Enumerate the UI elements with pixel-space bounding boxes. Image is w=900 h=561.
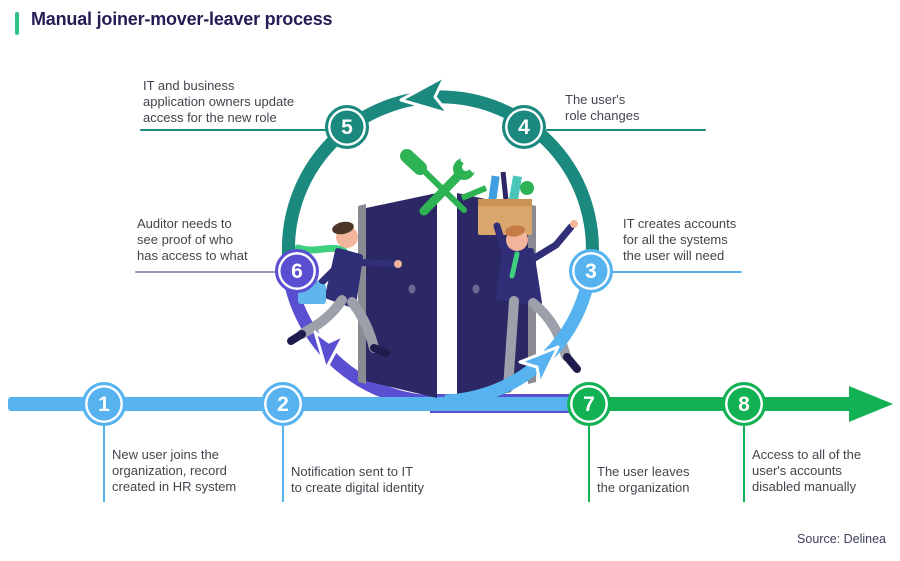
timeline-badge-2: 2 <box>261 382 305 426</box>
connector-line-step-2 <box>282 426 284 502</box>
label-line: New user joins the <box>112 447 219 462</box>
label-line: organization, record <box>112 463 227 478</box>
label-line: user's accounts <box>752 463 842 478</box>
timeline-badge-1: 1 <box>82 382 126 426</box>
cycle-step-4-label: The user's role changes <box>565 92 639 124</box>
title-accent-bar <box>15 12 19 35</box>
label-line: for all the systems <box>623 232 728 247</box>
cycle-step-5-label: IT and business application owners updat… <box>143 78 294 126</box>
teal-cycle-arrow <box>281 74 599 278</box>
connector-line-step-7 <box>588 426 590 502</box>
label-line: Auditor needs to <box>137 216 232 231</box>
door-left <box>366 193 437 398</box>
purple-arrowhead <box>313 330 346 371</box>
cycle-badge-5: 5 <box>325 105 369 149</box>
timeline-step-8-label: Access to all of the user's accounts dis… <box>752 447 861 495</box>
label-line: created in HR system <box>112 479 237 494</box>
blue-entry-arrow <box>444 275 596 408</box>
label-line: the organization <box>597 480 690 495</box>
cycle-badge-3: 3 <box>569 249 613 293</box>
timeline-badge-7: 7 <box>567 382 611 426</box>
label-line: The user's <box>565 92 626 107</box>
label-line: the user will need <box>623 248 725 263</box>
cycle-badge-6: 6 <box>275 249 319 293</box>
source-note: Source: Delinea <box>797 532 886 546</box>
label-line: Notification sent to IT <box>291 464 414 479</box>
label-line: IT creates accounts <box>623 216 737 231</box>
label-line: has access to what <box>137 248 248 263</box>
connector-line-step-8 <box>743 426 745 502</box>
doorknob-left <box>408 284 416 294</box>
cycle-badge-4: 4 <box>502 105 546 149</box>
timeline-badge-8: 8 <box>722 382 766 426</box>
connector-line-step-3 <box>612 271 742 273</box>
label-line: Access to all of the <box>752 447 862 462</box>
label-line: see proof of who <box>137 232 234 247</box>
label-line: to create digital identity <box>291 480 424 495</box>
label-line: disabled manually <box>752 479 857 494</box>
leaver-figure <box>460 171 581 397</box>
label-line: application owners update <box>143 94 295 109</box>
green-timeline-arrow <box>589 386 893 422</box>
crossed-tools-icon <box>400 148 485 216</box>
label-line: IT and business <box>143 78 235 93</box>
connector-line-step-6 <box>135 271 276 273</box>
connector-line-step-4 <box>546 129 706 131</box>
doorknob-right <box>472 284 480 294</box>
timeline-step-1-label: New user joins the organization, record … <box>112 447 236 495</box>
joiner-figure <box>287 221 402 357</box>
label-line: The user leaves <box>597 464 690 479</box>
label-line: access for the new role <box>143 110 277 125</box>
label-line: role changes <box>565 108 640 123</box>
door-frame-left <box>358 204 366 384</box>
timeline-step-7-label: The user leaves the organization <box>597 464 690 496</box>
open-doors-illustration <box>287 148 581 398</box>
timeline-step-2-label: Notification sent to IT to create digita… <box>291 464 424 496</box>
connector-line-step-1 <box>103 426 105 502</box>
connector-line-step-5 <box>140 129 326 131</box>
header: Manual joiner-mover-leaver process <box>15 9 333 35</box>
page-title: Manual joiner-mover-leaver process <box>31 9 333 29</box>
cycle-step-6-label: Auditor needs to see proof of who has ac… <box>137 216 248 264</box>
cycle-step-3-label: IT creates accounts for all the systems … <box>623 216 736 264</box>
